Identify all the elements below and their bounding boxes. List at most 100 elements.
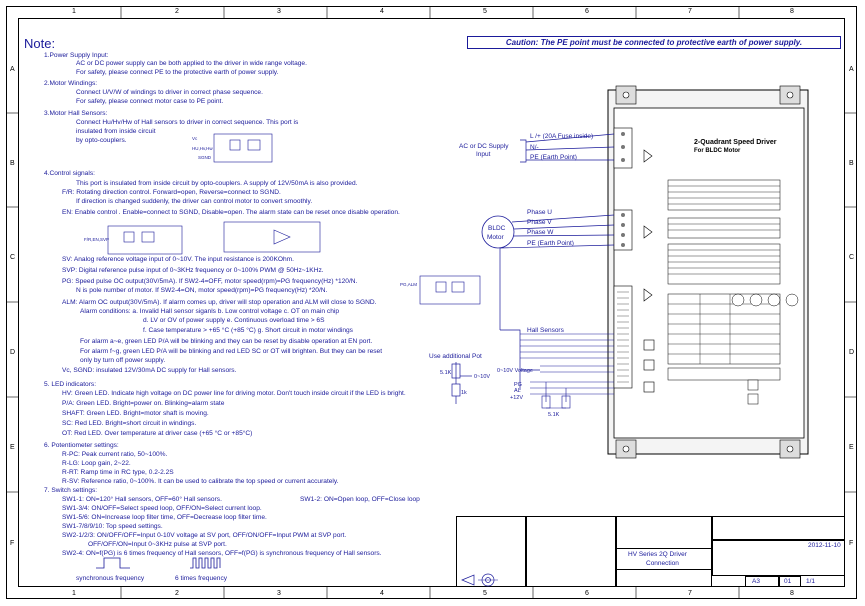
title-block-left [456, 516, 526, 587]
pot-line: R-RT: Ramp time in RC type, 0.2-2.2S [62, 469, 174, 476]
control-signals-line: EN: Enable control . Enable=connect to S… [62, 209, 400, 216]
zone-col-4-bottom: 4 [380, 590, 384, 597]
zone-col-5: 5 [483, 8, 487, 15]
zone-col-1-bottom: 1 [72, 590, 76, 597]
inner-frame [18, 18, 845, 587]
switch-line: OFF/OFF/ON=Input 0~3KHz pulse at SVP por… [88, 541, 227, 548]
alm-note: For alarm f~g, green LED P/A will be bli… [80, 348, 383, 355]
zone-row-a-right: A [849, 66, 854, 73]
switch-heading: 7. Switch settings: [44, 487, 98, 494]
switch-line: SW1-5/6: ON=Increase loop filter time, O… [62, 514, 267, 521]
supply-label-2: Input [476, 151, 491, 158]
l-terminal-label: L /+ (20A Fuse inside) [530, 133, 593, 140]
led-line: P/A: Green LED. Bright=power on. Blinkin… [62, 400, 225, 407]
hall-sensors-line: Connect Hu/Hv/Hw of Hall sensors to driv… [76, 119, 299, 126]
drawing-date: 2012-11-10 [808, 542, 841, 549]
al-label: AL [514, 388, 521, 394]
svp-note: SVP: Digital reference pulse input of 0~… [62, 267, 324, 274]
zone-col-4: 4 [380, 8, 384, 15]
pot-heading: 6. Potentiometer settings: [44, 442, 119, 449]
motor-label: BLDC [488, 225, 506, 232]
voltage-input-label: 0~10V Voltage [497, 368, 533, 374]
zone-row-c: C [10, 254, 16, 261]
alm-note: For alarm a~e, green LED P/A will be bli… [80, 338, 373, 345]
pot-label: Use additional Pot [429, 353, 482, 360]
motor-windings-line: Connect U/V/W of windings to driver in c… [76, 89, 263, 96]
vc-note: Vc, SGND: insulated 12V/30mA DC supply f… [62, 367, 237, 374]
led-line: HV: Green LED. Indicate high voltage on … [62, 390, 406, 397]
switch-line: SW2-1/2/3: ON/OFF/OFF=Input 0-10V voltag… [62, 532, 347, 539]
hall-sensors-line: by opto-couplers. [76, 137, 127, 144]
zone-row-f: F [10, 540, 15, 547]
zone-row-d-right: D [849, 349, 855, 356]
caution-banner: Caution: The PE point must be connected … [467, 36, 841, 49]
zone-row-d: D [10, 349, 16, 356]
alm-note: d. LV or OV of power supply e. Continuou… [143, 317, 325, 324]
projection-symbol-icon [461, 573, 498, 587]
control-signals-heading: 4.Control signals: [44, 170, 95, 177]
power-supply-line: AC or DC power supply can be both applie… [76, 60, 307, 67]
zone-row-b: B [10, 160, 15, 167]
v12-label: +12V [510, 395, 523, 401]
note-title: Note: [24, 36, 56, 51]
frequency-waveforms [96, 557, 221, 569]
pot-line: R-SV: Reference ratio, 0~100%. It can be… [62, 478, 339, 485]
opto-vc-label: Vc [192, 136, 198, 141]
motor-windings-heading: 2.Motor Windings: [44, 80, 98, 87]
switch-line: SW1-2: ON=Open loop, OFF=Close loop [300, 496, 420, 503]
switch-line: SW1-7/8/9/10: Top speed settings. [62, 523, 163, 530]
alm-note: only by turn off power supply. [80, 357, 166, 364]
title-block-blank [712, 540, 845, 576]
power-supply-line: For safety, please connect PE to the pro… [76, 69, 279, 76]
title-block-mid [526, 516, 616, 587]
pot-line: R-PC: Peak current ratio, 50~100%. [62, 451, 168, 458]
zone-col-6-bottom: 6 [585, 590, 589, 597]
zone-col-3-bottom: 3 [277, 590, 281, 597]
pot-output-label: 0~10V [474, 374, 490, 380]
zone-row-b-right: B [849, 160, 854, 167]
pg-note: PG: Speed pulse OC output(30V/5mA). If S… [62, 278, 358, 285]
six-times-frequency-label: 6 times frequency [175, 575, 228, 582]
hall-wires [520, 333, 614, 409]
pot-circuit [451, 362, 540, 404]
pg-label: PG [514, 382, 522, 388]
hall-sensors-heading: 3.Motor Hall Sensors: [44, 110, 108, 117]
drawing-name-2: Connection [646, 560, 679, 567]
switch-line: SW1-1: ON=120° Hall sensors, OFF=60° Hal… [62, 496, 222, 503]
sv-note: SV: Analog reference voltage input of 0~… [62, 256, 294, 263]
led-line: SHAFT: Green LED. Bright=motor shaft is … [62, 410, 209, 417]
power-supply-heading: 1.Power Supply Input: [44, 52, 109, 59]
pe-terminal-label: PE (Earth Point) [530, 154, 577, 161]
pull-up-resistor: 5.1K [548, 412, 560, 418]
supply-label: AC or DC Supply [459, 143, 509, 150]
phase-u-label: Phase U [527, 209, 552, 216]
opto-output-label: PG,ALM [400, 282, 417, 287]
control-signals-line: If direction is changed suddenly, the dr… [76, 198, 313, 205]
opto-hall-label: HU,Hv,Hw [192, 146, 213, 151]
led-heading: 5. LED indicators: [44, 381, 97, 388]
motor-label-2: Motor [487, 234, 504, 241]
switch-line: SW2-4: ON=f(PG) is 6 times frequency of … [62, 550, 382, 557]
opto-circuits [107, 133, 481, 305]
zone-col-2-bottom: 2 [175, 590, 179, 597]
control-signals-line: This port is insulated from inside circu… [76, 180, 358, 187]
pe-motor-label: PE (Earth Point) [527, 240, 574, 247]
alm-note: ALM: Alarm OC output(30V/5mA). If alarm … [62, 299, 377, 306]
led-line: SC: Red LED. Bright=short circuit in win… [62, 420, 197, 427]
sheet-size: A3 [752, 578, 760, 585]
n-terminal-label: N/- [530, 144, 539, 151]
bldc-motor [481, 215, 515, 249]
zone-col-7-bottom: 7 [688, 590, 692, 597]
switch-line: SW1-3/4: ON/OFF=Select speed loop, OFF/O… [62, 505, 262, 512]
alm-note: Alarm conditions: a. Invalid Hall sensor… [80, 308, 339, 315]
title-block-name-cell [616, 548, 712, 570]
pot-r2: 1k [461, 390, 467, 396]
zone-row-e-right: E [849, 444, 854, 451]
zone-row-e: E [10, 444, 15, 451]
page-count: 1/1 [806, 578, 816, 585]
alm-note: f. Case temperature > +65 °C (+85 °C) g.… [143, 327, 353, 334]
zone-col-5-bottom: 5 [483, 590, 487, 597]
driver-unit [607, 85, 809, 459]
outer-frame [6, 6, 857, 599]
hall-sensors-line: insulated from inside circuit [76, 128, 156, 135]
